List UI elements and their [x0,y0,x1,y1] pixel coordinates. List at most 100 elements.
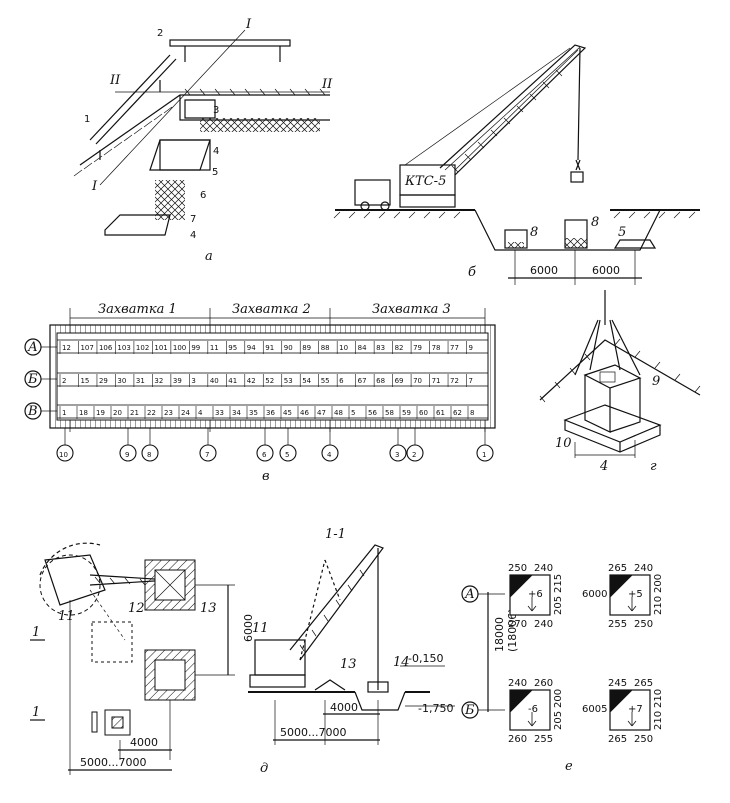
mark-bottom-left: 265 [608,734,627,745]
plan-cell: 22 [147,409,156,417]
plan-column-marker: 8 [147,451,151,459]
plan-cell: 1 [62,409,66,417]
plan-cell: 100 [173,344,186,352]
panel-d-elevation-bottom: -1,750 [418,702,453,715]
plan-cell: 90 [284,344,293,352]
panel-a-letter: а [205,249,213,264]
plan-cell: 59 [402,409,411,417]
panel-a-excavation-perspective: 1 2 3 4 5 6 7 4 I I II II а [73,17,333,264]
plan-cell: 94 [247,344,256,352]
panel-d-label-12: 12 [128,601,145,616]
plan-cell: 89 [302,344,311,352]
plan-column-marker: 10 [59,451,68,459]
plan-cell: 18 [79,409,88,417]
plan-cell: 68 [376,377,385,385]
plan-cell: 101 [154,344,167,352]
mark-bottom-left: 255 [608,619,627,630]
plan-cell: 53 [284,377,293,385]
plan-cell: 6 [339,377,344,385]
panel-b-letter: б [468,265,476,280]
plan-cell: 20 [113,409,122,417]
plan-cell: 103 [117,344,130,352]
mark-bottom-left: 260 [508,734,527,745]
plan-cell: 45 [283,409,292,417]
plan-cell: 95 [228,344,237,352]
plan-cell: 21 [130,409,139,417]
panel-b-label-8b: 8 [591,215,599,230]
panel-a-label-1: 1 [84,114,90,125]
panel-b-dim-1: 6000 [530,264,558,277]
plan-column-marker: 1 [482,451,486,459]
plan-cell: 24 [181,409,190,417]
panel-d-dim-6000: 6000 [242,614,255,642]
zone-1: Захватка 1 [98,302,177,317]
row-marker-V: В [27,404,38,419]
plan-cell: 79 [413,344,422,352]
panel-d-section-dim-range: 5000...7000 [280,726,346,739]
panel-e-row-A: А [464,587,475,602]
plan-cell: 8 [470,409,474,417]
plan-cell: 19 [96,409,105,417]
panel-a-label-3: 3 [213,105,219,116]
mark-center: +7 [628,704,643,715]
panel-a-label-2: 2 [157,28,163,39]
plan-cell: 15 [80,377,89,385]
plan-column-marker: 2 [412,451,416,459]
plan-cell: 77 [450,344,459,352]
mark-bottom-right: 250 [634,734,653,745]
panel-d-label-13: 13 [200,601,217,616]
panel-a-label-7: 7 [190,214,196,225]
plan-cell: 106 [99,344,113,352]
plan-cell: 69 [395,377,404,385]
plan-cell: 67 [358,377,367,385]
panel-g-column-foundation: 9 10 4 г [539,290,701,474]
panel-g-label-10: 10 [555,436,572,451]
panel-b-crane-label: КТС-5 [404,174,446,189]
plan-cell: 47 [317,409,326,417]
plan-cell: 35 [249,409,258,417]
panel-b-dim-2: 6000 [592,264,620,277]
panel-b-label-5: 5 [618,225,626,240]
panel-d-letter: д [260,761,268,776]
panel-b-crane-elevation: КТС-5 8 8 5 6000 6000 б [333,44,700,285]
panel-e-vertical-dim: 18000 [493,617,506,652]
plan-cell: 72 [450,377,459,385]
plan-column-marker: 3 [395,451,399,459]
plan-cell: 32 [154,377,163,385]
mark-center: +5 [628,589,643,600]
panel-d-section-label-13: 13 [340,657,357,672]
panel-a-label-6: 6 [200,190,206,201]
mark-top-right: 260 [534,678,553,689]
zone-3: Захватка 3 [372,302,451,317]
plan-cell: 29 [99,377,108,385]
panel-d-section-mark-bottom: 1 [32,705,40,720]
plan-column-marker: 4 [327,451,332,459]
plan-cell: 33 [215,409,224,417]
plan-cell: 61 [436,409,445,417]
mark-center: -6 [528,704,538,715]
mark-top-left: 245 [608,678,627,689]
panel-e-letter: е [565,759,573,774]
plan-cell: 70 [413,377,422,385]
plan-cell: 5 [351,409,355,417]
plan-cell: 107 [80,344,93,352]
mark-top-right: 240 [634,563,653,574]
mark-right-bottom: 210 [653,711,664,730]
panel-a-section-I-top: I [245,17,252,32]
panel-e-row-B: Б [464,703,475,718]
panel-d-section-label-11: 11 [252,621,269,636]
plan-cell: 42 [247,377,256,385]
mark-left: 6005 [582,704,607,715]
plan-cell: 40 [210,377,219,385]
panel-a-section-II-left: II [109,73,121,88]
plan-cell: 99 [191,344,200,352]
plan-cell: 78 [432,344,441,352]
plan-cell: 23 [164,409,173,417]
plan-cell: 83 [376,344,385,352]
mark-right-top: 210 [653,689,664,708]
